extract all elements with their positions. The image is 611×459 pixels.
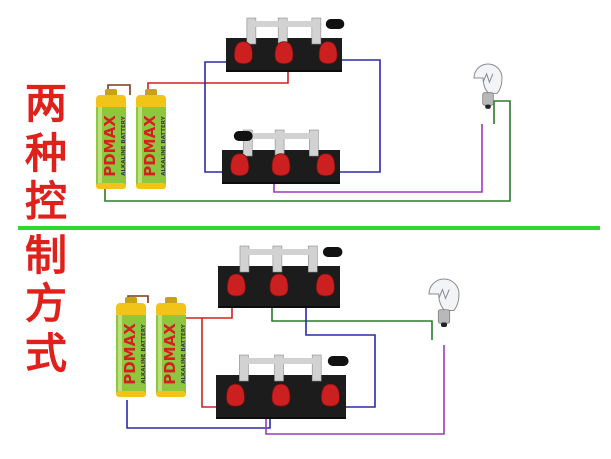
- battery-cap: [96, 95, 126, 109]
- switch-bottom-lower: [216, 354, 349, 419]
- switch-post-1: [239, 245, 250, 273]
- title-char-3: 控: [24, 177, 67, 226]
- battery-cap: [136, 95, 166, 109]
- switch-terminal-2: [274, 41, 294, 64]
- battery-highlight: [158, 315, 162, 393]
- battery-label: ALKALINE BATTERY: [121, 115, 127, 175]
- switch-post-2: [272, 245, 283, 273]
- section-divider: [18, 226, 600, 230]
- wire-switch-link-bottom: [302, 290, 376, 408]
- bulb-base: [482, 92, 494, 106]
- battery-cap: [156, 303, 186, 317]
- wire-switch-link-top: [204, 61, 244, 173]
- switch-terminal-2: [269, 273, 289, 297]
- title-char-6: 式: [24, 329, 67, 378]
- switch-post-1: [246, 17, 257, 45]
- switch-bottom-upper: [218, 245, 343, 308]
- wire-switch-link-top-2: [316, 59, 381, 173]
- wire-bulb-to-battery-top: [104, 100, 511, 202]
- battery-label: ALKALINE BATTERY: [141, 323, 147, 383]
- bulb-top: [473, 63, 503, 109]
- bulb-base: [437, 309, 451, 324]
- switch-top-upper: [226, 17, 345, 72]
- switch-terminal-3: [230, 153, 250, 176]
- battery-label: ALKALINE BATTERY: [161, 115, 167, 175]
- switch-post-2: [274, 354, 284, 382]
- switch-handle: [325, 19, 345, 29]
- battery-brand: PDMAX: [121, 323, 139, 385]
- switch-post-1: [239, 354, 249, 382]
- battery-highlight: [138, 107, 142, 185]
- bulb-contact: [485, 104, 491, 109]
- bulb-filament: [482, 72, 494, 84]
- switch-terminal-2: [271, 383, 291, 407]
- battery-cap: [116, 303, 146, 317]
- bulb-contact: [441, 322, 447, 327]
- switch-post-3: [309, 129, 319, 157]
- battery-bottom: [156, 391, 186, 397]
- battery-bottom: [136, 183, 166, 189]
- switch-post-3: [311, 17, 322, 45]
- switch-terminal-3: [321, 383, 340, 407]
- switch-post-3: [307, 245, 318, 273]
- bulb-filament: [438, 288, 450, 300]
- battery-highlight: [98, 107, 102, 185]
- battery-brand: PDMAX: [161, 323, 179, 385]
- switch-post-1: [242, 129, 253, 157]
- battery-highlight: [118, 315, 122, 393]
- switch-terminal-1: [316, 153, 336, 176]
- battery-brand: PDMAX: [141, 115, 159, 177]
- switch-handle: [327, 356, 349, 366]
- switch-top-lower: [222, 129, 340, 184]
- switch-post-3: [311, 354, 322, 382]
- title-char-4: 制: [24, 231, 67, 280]
- battery-bottom: [116, 391, 146, 397]
- title-char-5: 方: [24, 279, 67, 328]
- switch-terminal-1: [226, 383, 245, 407]
- switch-terminal-3: [316, 273, 335, 297]
- battery-bottom: [96, 183, 126, 189]
- title-char-1: 两: [24, 79, 67, 128]
- wire-switch-to-bulb-bottom-2: [265, 345, 445, 435]
- battery-brand: PDMAX: [101, 115, 119, 177]
- bulb-bottom: [428, 278, 460, 327]
- switch-terminal-1: [226, 273, 246, 297]
- switch-handle: [322, 247, 343, 257]
- battery-label: ALKALINE BATTERY: [181, 323, 187, 383]
- switch-handle: [233, 131, 253, 141]
- title-char-2: 种: [24, 129, 67, 178]
- switch-terminal-1: [234, 41, 253, 64]
- switch-terminal-3: [318, 41, 338, 64]
- switch-terminal-2: [271, 153, 291, 176]
